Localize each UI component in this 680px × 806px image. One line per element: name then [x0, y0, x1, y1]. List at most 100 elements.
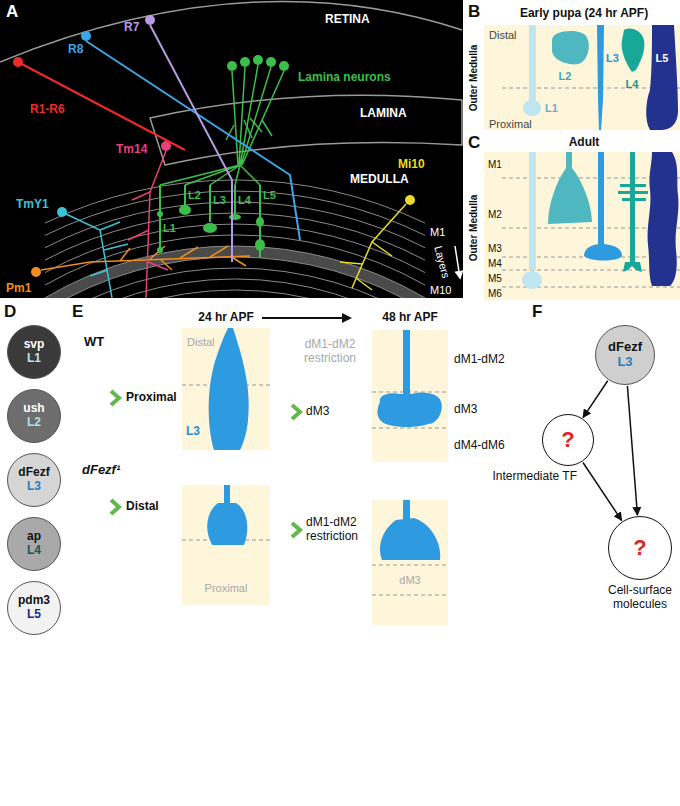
l3-neuron-adult [598, 152, 604, 245]
pm1-neuron [31, 267, 41, 277]
l1-neuron-pupa [523, 100, 541, 116]
photoreceptor-r7 [145, 15, 155, 25]
cell-label: L5 [656, 52, 669, 65]
l3-neuron-pupa [597, 25, 604, 130]
panel-e-grounds [372, 500, 448, 625]
layer-label: dM4-dM6 [454, 439, 505, 453]
photoreceptor-r1-r6 [18, 62, 185, 150]
l4-neuron-adult [618, 152, 648, 272]
panel-b-ground [484, 25, 680, 130]
lamina-neurons [227, 61, 237, 71]
panel-letter: B [468, 2, 480, 22]
gene-circle: dFezfL3 [7, 453, 61, 507]
arrow-connector [627, 386, 637, 515]
cell-label: R7 [124, 21, 139, 35]
cell-label: L3 [606, 52, 619, 65]
cell-label: L2 [188, 189, 201, 202]
lamina-neurons [279, 61, 289, 71]
panel-e-grounds [372, 330, 448, 462]
cell-label: Lamina neurons [298, 71, 391, 85]
photoreceptor-r1-r6 [13, 57, 23, 67]
lamina-neurons [179, 205, 191, 215]
tmy1-neuron [57, 207, 128, 298]
l2-neuron-pupa [552, 31, 589, 64]
lamina-outline [150, 95, 462, 165]
medulla-layers [45, 290, 425, 298]
l2-neuron-pupa [552, 31, 589, 64]
medulla-layers [45, 257, 425, 298]
l3-growth-cone [403, 330, 410, 395]
node-text: L4 [27, 544, 41, 558]
target-label: dM1-dM2 restriction [306, 516, 370, 544]
photoreceptor-r7 [150, 25, 232, 262]
l3-neuron-adult [584, 152, 622, 261]
lamina-neurons [160, 185, 260, 258]
l1-neuron-pupa [529, 25, 536, 103]
cell-label: L5 [263, 189, 276, 202]
cell-label: Pm1 [6, 282, 31, 296]
mi10-neuron [340, 195, 415, 290]
panel-e-grounds [182, 328, 270, 450]
green-chevron [292, 523, 300, 537]
gene-circle: apL4 [7, 517, 61, 571]
layer-label: dM1-dM2 restriction [297, 338, 363, 366]
layer-label: M2 [488, 209, 502, 221]
l3-growth-cone [403, 500, 410, 520]
medulla-layers [45, 279, 425, 298]
node-text: Intermediate TF [493, 470, 577, 484]
node-heading: ? [633, 537, 646, 559]
layers-arrow [455, 246, 460, 278]
l5-neuron-adult [648, 152, 679, 286]
retina-outline [0, 2, 462, 62]
l3-growth-cone [207, 328, 442, 560]
tmy1-neuron [66, 214, 112, 298]
lamina-neurons [255, 239, 265, 251]
gene-circle: ushL2 [7, 389, 61, 443]
panel-letter: E [72, 302, 83, 322]
node-heading: ap [27, 530, 41, 544]
lamina-neurons [240, 57, 250, 67]
photoreceptor-r8 [81, 31, 300, 240]
l4-neuron-adult [623, 262, 642, 272]
node-text: L5 [27, 608, 41, 622]
tmy1-neuron [57, 207, 67, 217]
panel-letter: D [4, 302, 16, 322]
photoreceptor-r8 [81, 31, 91, 41]
tm14-neuron [128, 141, 171, 298]
axis-label: Distal [489, 29, 517, 42]
genotype-label: dFezf¹ [82, 463, 120, 478]
l4-neuron-adult [618, 191, 648, 194]
l3-growth-cone [380, 518, 440, 560]
medulla-layers [45, 180, 425, 298]
panel-e-grounds [182, 485, 270, 605]
panel-title: Adult [569, 136, 600, 150]
lamina-neurons [232, 65, 284, 165]
node-text: Cell-surface molecules [595, 584, 680, 612]
panel-c-ground [484, 152, 680, 300]
target-label: dM3 [306, 405, 329, 419]
factor-circle: dFezfL3 [595, 325, 655, 385]
axis-label: Distal [187, 336, 215, 349]
lamina-neurons [203, 223, 217, 233]
mi10-neuron [405, 195, 415, 205]
pm1-neuron [41, 256, 250, 270]
cell-label: L4 [626, 78, 639, 91]
cell-label: L1 [163, 222, 176, 235]
lamina-neurons [229, 214, 241, 220]
green-chevron [111, 391, 300, 537]
l4-neuron-pupa [622, 28, 645, 72]
cell-label: L3 [186, 425, 200, 439]
green-chevron [292, 405, 300, 419]
tm14-neuron [128, 192, 168, 270]
layer-label: M4 [488, 258, 502, 270]
node-text: L2 [27, 416, 41, 430]
cell-label: R1-R6 [30, 103, 65, 117]
layer-label: M5 [488, 273, 502, 285]
genotype-label: WT [84, 335, 104, 350]
medulla-layers [45, 224, 425, 273]
arrow-connector [583, 381, 608, 418]
